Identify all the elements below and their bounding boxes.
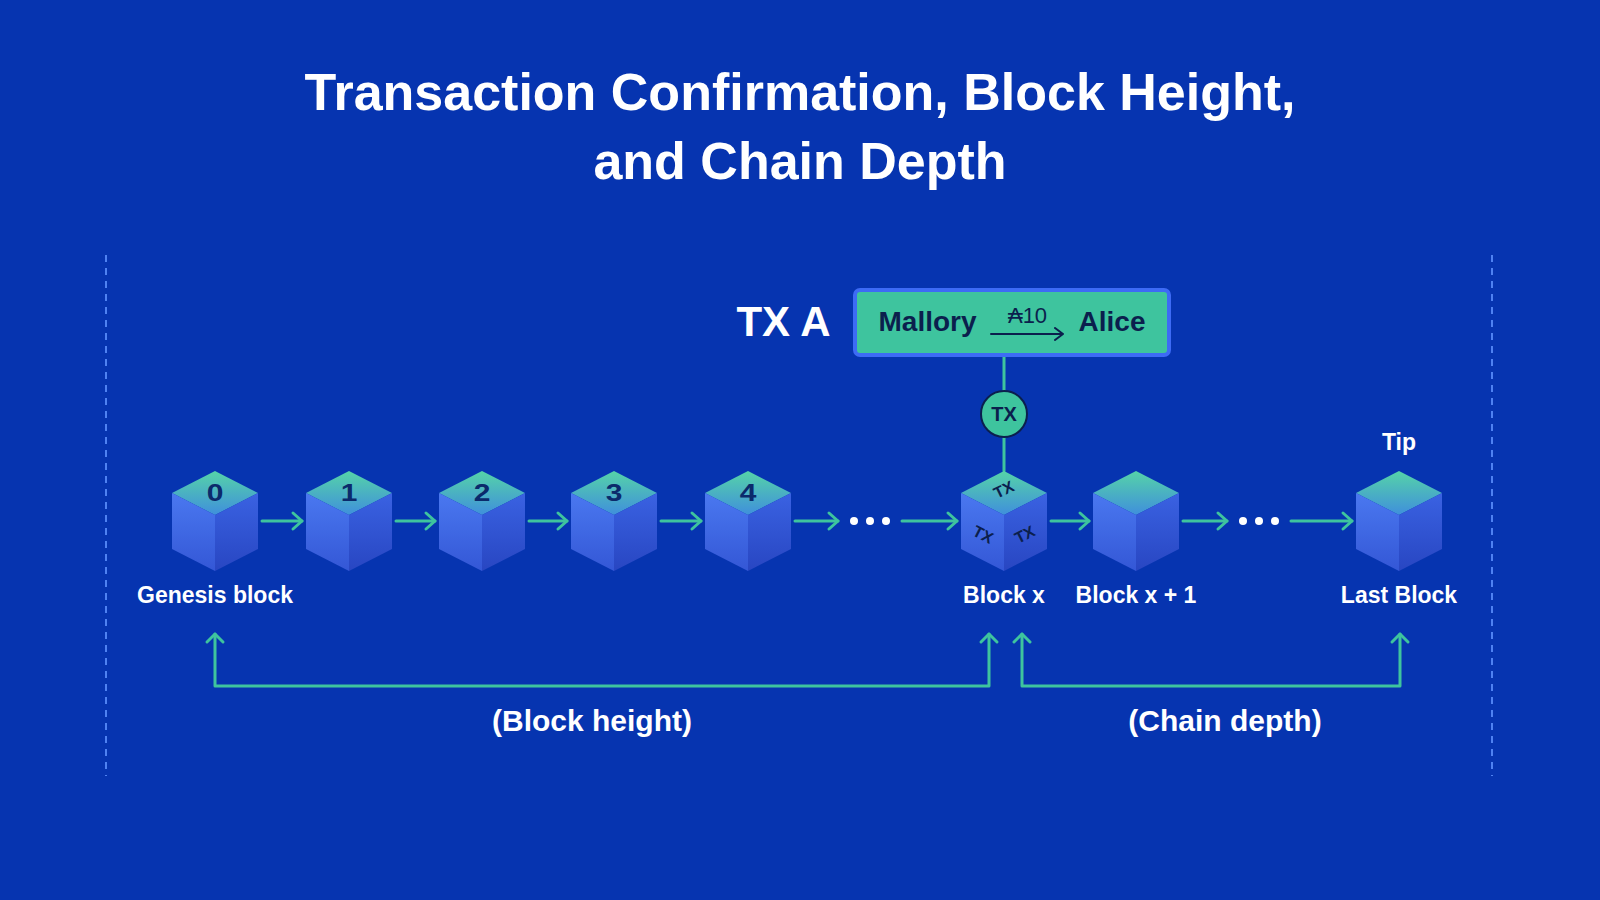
arrowhead — [1343, 513, 1352, 529]
sender-name: Mallory — [879, 305, 977, 339]
dot — [1255, 517, 1263, 525]
amount: ₳10 — [1008, 304, 1047, 327]
arrowhead — [948, 513, 957, 529]
cube-left — [1356, 493, 1399, 571]
amount-arrow: ₳10 — [989, 304, 1067, 341]
transaction-heading: TX A — [736, 301, 830, 343]
block-number: 2 — [474, 481, 491, 505]
arrowhead — [1218, 513, 1227, 529]
brackets — [207, 634, 1408, 686]
block-cube: 4 — [705, 471, 791, 571]
connector-line — [1183, 520, 1227, 523]
connector-line — [1003, 438, 1006, 471]
dot — [882, 517, 890, 525]
block-cube: 2 — [439, 471, 525, 571]
bracket-label: (Block height) — [492, 704, 692, 737]
connector — [795, 513, 957, 529]
block-label: Last Block — [1341, 583, 1457, 608]
block-cube: 1 — [306, 471, 392, 571]
connector-line — [661, 520, 701, 523]
dot — [866, 517, 874, 525]
cube-left — [1093, 493, 1136, 571]
transfer-arrow — [989, 327, 1067, 341]
connector-line — [1291, 520, 1352, 523]
transfer-arrow-line — [991, 328, 1063, 340]
bracket-arrowhead — [981, 634, 997, 642]
height-bracket — [215, 634, 989, 686]
dot — [1271, 517, 1279, 525]
connector-line — [529, 520, 567, 523]
ellipsis-dots — [850, 517, 1279, 525]
cube-shape — [1093, 471, 1179, 571]
arrowhead — [1080, 513, 1089, 529]
block-number: 1 — [341, 481, 358, 505]
cube-shape — [1356, 471, 1442, 571]
block-cube: TipLast Block — [1356, 471, 1442, 571]
arrowhead — [829, 513, 838, 529]
arrowhead — [558, 513, 567, 529]
block-cube: TXTXTXBlock x — [961, 471, 1047, 571]
connector — [529, 513, 567, 529]
block-cube: 0Genesis block — [172, 471, 258, 571]
tx-circle: TX — [980, 390, 1028, 438]
block-label: Block x — [963, 583, 1045, 608]
dot — [850, 517, 858, 525]
arrowhead — [293, 513, 302, 529]
bracket-arrowhead — [1392, 634, 1408, 642]
block-cube: 3 — [571, 471, 657, 571]
connector — [396, 513, 435, 529]
block-number: 3 — [606, 481, 623, 505]
bracket-arrowhead — [1014, 634, 1030, 642]
connector-line — [1051, 520, 1089, 523]
connector-line — [262, 520, 302, 523]
dashed-border — [1491, 255, 1493, 776]
dashed-border — [105, 255, 107, 776]
connector — [262, 513, 302, 529]
diagram-title: Transaction Confirmation, Block Height, … — [300, 58, 1300, 196]
connector — [1183, 513, 1352, 529]
block-number: 0 — [207, 481, 224, 505]
tip-label: Tip — [1382, 430, 1416, 455]
connector-line — [396, 520, 435, 523]
connector — [1004, 438, 1005, 471]
block-label: Genesis block — [137, 583, 293, 608]
bracket-arrowhead — [207, 634, 223, 642]
transaction-box: TX AMallory₳10Alice — [853, 288, 1172, 357]
connector-line — [1003, 357, 1006, 390]
bracket-label: (Chain depth) — [1128, 704, 1321, 737]
arrowhead — [426, 513, 435, 529]
connector-line — [795, 520, 838, 523]
connector — [661, 513, 701, 529]
connector-line — [902, 520, 957, 523]
arrowhead — [692, 513, 701, 529]
depth-bracket — [1022, 634, 1400, 686]
cube-right — [1004, 493, 1047, 571]
receiver-name: Alice — [1079, 305, 1146, 339]
connector — [1051, 513, 1089, 529]
block-number: 4 — [740, 481, 757, 505]
dot — [1239, 517, 1247, 525]
circle-label: TX — [991, 404, 1017, 424]
block-cube: Block x + 1 — [1093, 471, 1179, 571]
cube-right — [1399, 493, 1442, 571]
block-label: Block x + 1 — [1076, 583, 1197, 608]
connector — [1004, 357, 1005, 390]
cube-right — [1136, 493, 1179, 571]
cube-left — [961, 493, 1004, 571]
